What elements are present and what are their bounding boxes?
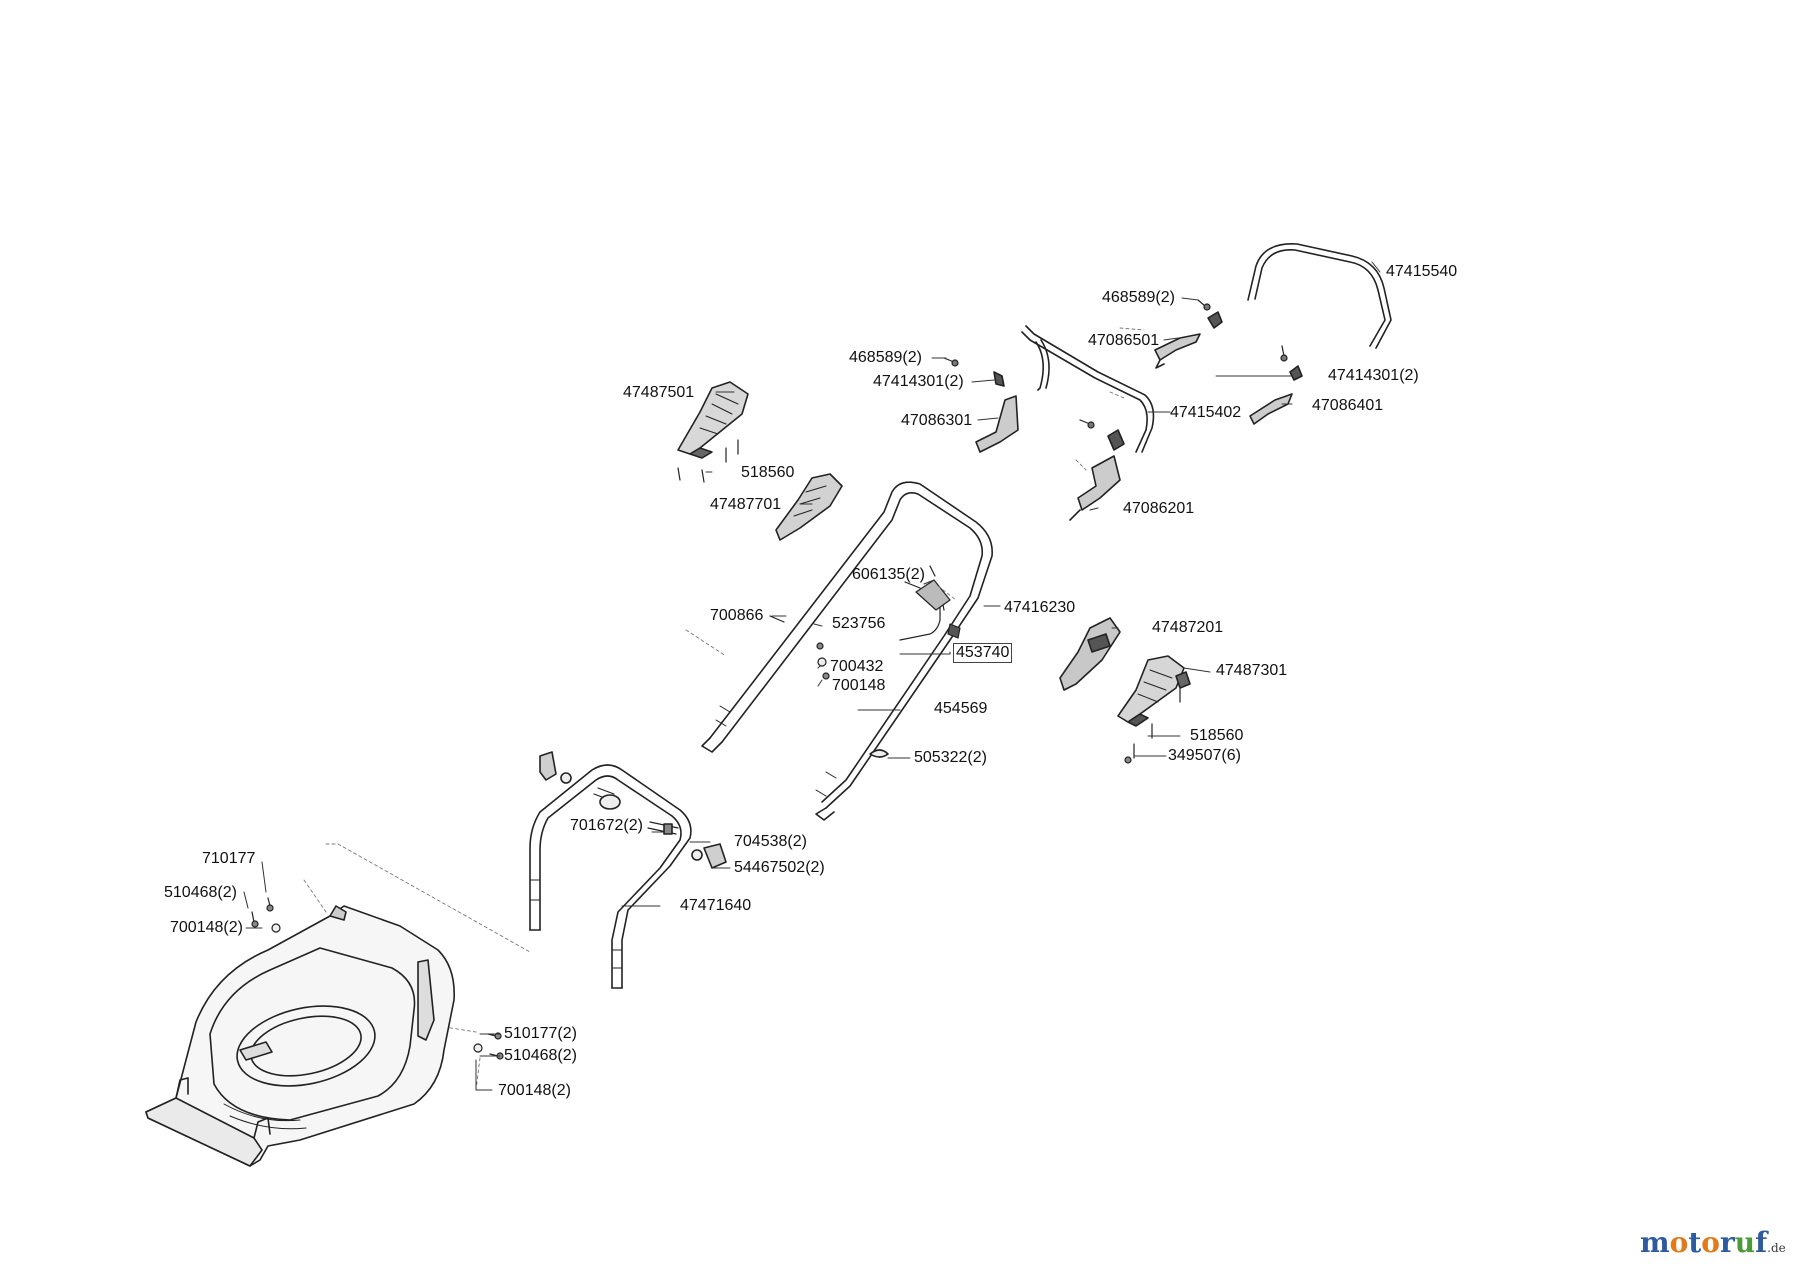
part-label-700148-left: 700148(2)	[170, 919, 243, 936]
part-label-518560-bottom: 518560	[1190, 727, 1244, 744]
part-label-701672: 701672(2)	[570, 817, 643, 834]
part-label-710177: 710177	[202, 850, 256, 867]
part-label-700148-bottom: 700148(2)	[498, 1082, 571, 1099]
part-label-518560-top: 518560	[741, 464, 795, 481]
switch-cover-left-part	[775, 473, 843, 541]
motoruf-watermark-logo: motoruf.de	[1640, 1226, 1786, 1259]
part-label-54467502: 54467502(2)	[734, 859, 825, 876]
lower-handle-part	[529, 764, 692, 989]
deck-screws-part	[251, 642, 1132, 1060]
cable-guide-bar-part	[1021, 325, 1155, 453]
part-label-510468-right: 510468(2)	[504, 1047, 577, 1064]
part-label-47415540: 47415540	[1386, 263, 1458, 280]
part-label-468589-top: 468589(2)	[1102, 289, 1175, 306]
part-label-468589-mid: 468589(2)	[849, 349, 922, 366]
part-label-47086201: 47086201	[1123, 500, 1195, 517]
part-label-47487501: 47487501	[623, 384, 695, 401]
part-label-606135: 606135(2)	[852, 566, 925, 583]
top-handle-bar-part	[1247, 243, 1392, 349]
switch-housing-left-part	[677, 381, 749, 483]
part-label-505322: 505322(2)	[914, 749, 987, 766]
part-label-47086301: 47086301	[901, 412, 973, 429]
part-label-454569: 454569	[934, 700, 988, 717]
part-label-47086501: 47086501	[1088, 332, 1160, 349]
part-label-704538: 704538(2)	[734, 833, 807, 850]
cable-part	[899, 579, 961, 641]
watermark-tld: .de	[1767, 1241, 1786, 1255]
part-label-47487201: 47487201	[1152, 619, 1224, 636]
leader-lines	[243, 261, 1381, 1091]
upper-handle-part	[701, 481, 993, 821]
switch-box-right-part	[1117, 655, 1191, 759]
part-label-349507: 349507(6)	[1168, 747, 1241, 764]
part-label-47471640: 47471640	[680, 897, 752, 914]
part-label-47414301-right: 47414301(2)	[1328, 367, 1419, 384]
part-label-510177: 510177(2)	[504, 1025, 577, 1042]
mower-deck-part	[145, 905, 455, 1167]
cable-clip-small-part	[869, 749, 889, 758]
cable-clip-part	[975, 311, 1303, 521]
part-label-47487301: 47487301	[1216, 662, 1288, 679]
part-label-47415402: 47415402	[1170, 404, 1242, 421]
part-label-510468-left: 510468(2)	[164, 884, 237, 901]
part-label-700432: 700432	[830, 658, 884, 675]
switch-housing-right-part	[1059, 617, 1121, 691]
part-label-47416230: 47416230	[1004, 599, 1076, 616]
part-label-523756: 523756	[832, 615, 886, 632]
screw-parts	[769, 299, 1288, 623]
part-label-47487701: 47487701	[710, 496, 782, 513]
part-label-47414301-left: 47414301(2)	[873, 373, 964, 390]
part-label-453740: 453740	[953, 643, 1013, 663]
part-label-700148-a: 700148	[832, 677, 886, 694]
handle-bracket-part	[539, 751, 727, 869]
part-label-47086401: 47086401	[1312, 397, 1384, 414]
part-label-700866: 700866	[710, 607, 764, 624]
